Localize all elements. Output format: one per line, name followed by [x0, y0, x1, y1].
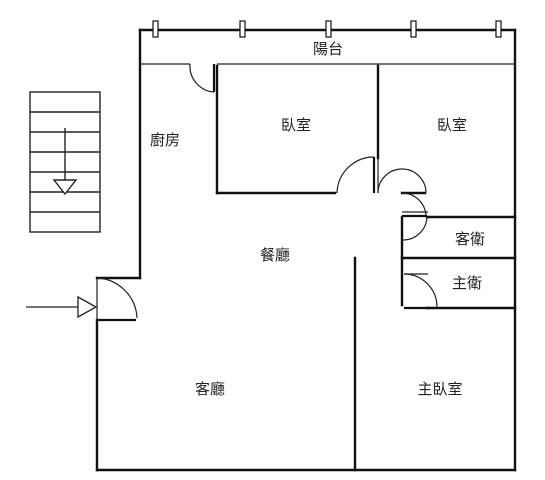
interior-walls: [140, 63, 517, 472]
balcony-rail-posts: [152, 20, 502, 38]
entrance-arrow-icon: [26, 295, 98, 319]
bedroom-door: [336, 156, 376, 194]
stairs-down-arrow-icon: [52, 128, 78, 196]
room-label-bedroom-right: 臥室: [437, 116, 467, 134]
room-label-dining: 餐廳: [260, 246, 290, 264]
entrance-door: [96, 277, 138, 322]
guest-bath-door: [402, 214, 428, 241]
room-label-master-bath: 主衛: [452, 274, 482, 292]
room-label-bedroom-left: 臥室: [281, 116, 311, 134]
room-label-kitchen: 廚房: [150, 131, 180, 149]
exterior-walls: [95, 28, 517, 472]
staircase: [29, 91, 101, 233]
room-label-master-bedroom: 主臥室: [417, 380, 462, 398]
room-label-living: 客廳: [195, 380, 225, 398]
master-bath-door: [403, 273, 438, 310]
room-label-balcony: 陽台: [313, 40, 343, 58]
kitchen-balcony-door: [189, 63, 216, 93]
right-bedroom-door: [377, 158, 428, 216]
room-label-guest-bath: 客衛: [455, 230, 485, 248]
